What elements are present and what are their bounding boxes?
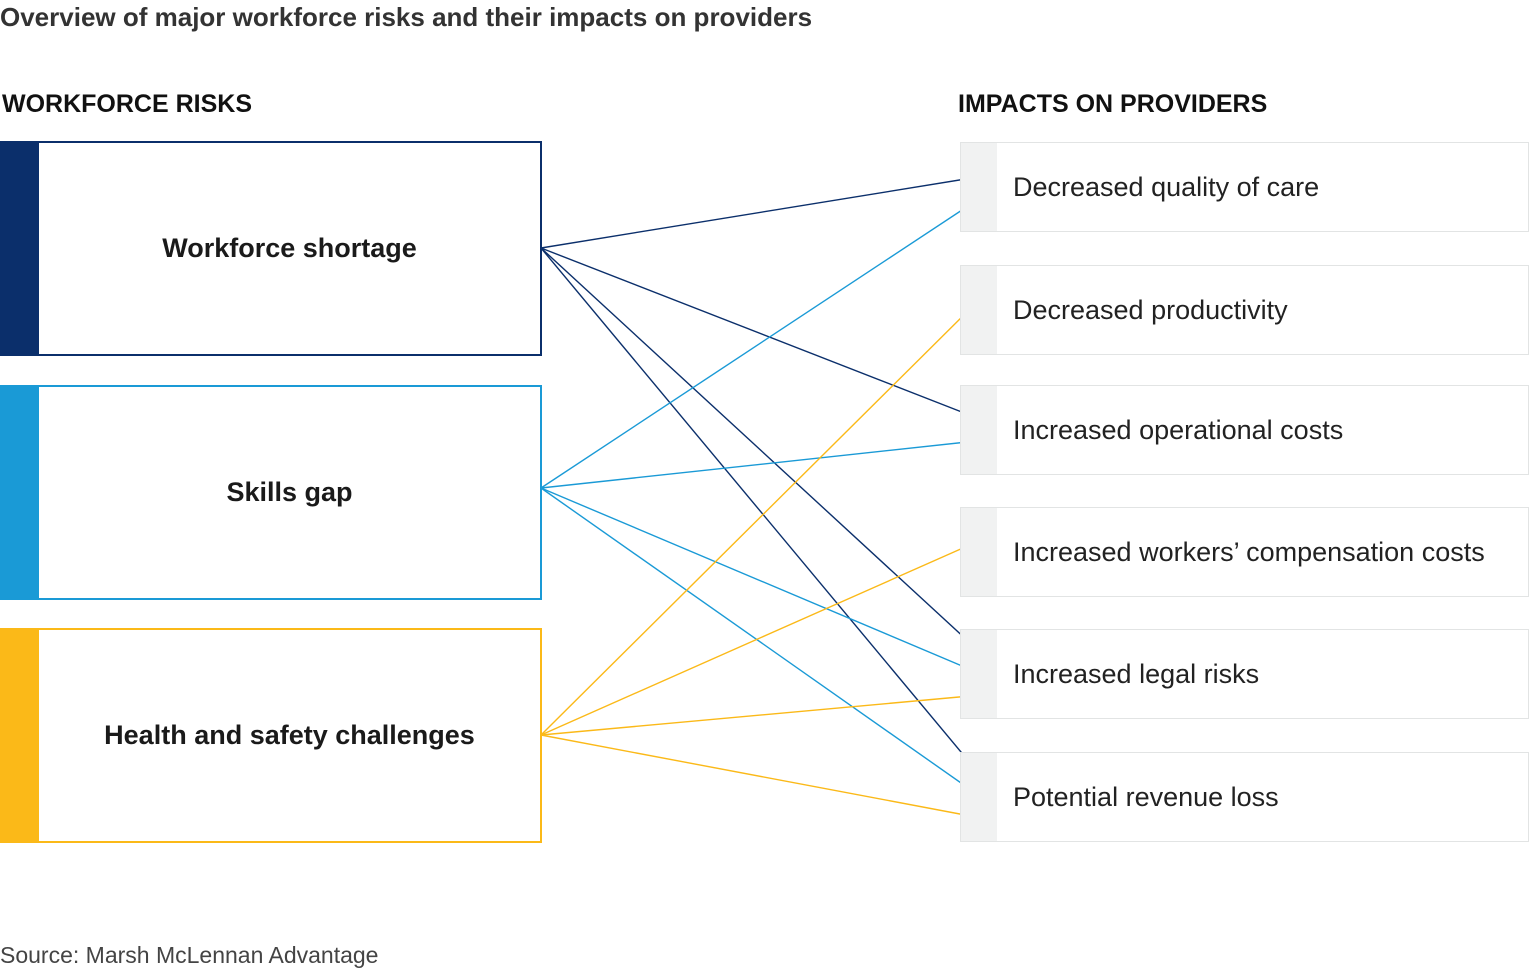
link-skills-to-revenue [540,487,982,798]
diagram-title: Overview of major workforce risks and th… [0,2,813,32]
impact-label: Increased legal risks [1013,658,1260,689]
risk-color-stripe [2,143,39,354]
source-note: Source: Marsh McLennan Advantage [0,942,379,968]
impact-box-decreased-quality: Decreased quality of care [960,142,1529,232]
impacts-heading: IMPACTS ON PROVIDERS [958,90,1268,118]
link-health-to-workers_comp [540,539,982,736]
risk-label: Health and safety challenges [104,720,475,750]
impact-dot-tab [961,508,997,596]
risk-color-stripe [2,387,39,598]
link-skills-to-opcosts [540,439,982,489]
risk-label: Workforce shortage [162,233,417,263]
workforce-risks-heading: WORKFORCE RISKS [2,90,252,118]
impact-dot-tab [961,266,997,354]
impact-box-workers-compensation: Increased workers’ compensation costs [960,507,1529,597]
link-skills-to-quality [540,196,982,489]
impact-label: Increased workers’ compensation costs [1013,536,1485,567]
impact-dot-tab [961,143,997,231]
link-health-to-productivity [540,297,982,736]
impact-label: Decreased quality of care [1013,171,1320,202]
impact-label: Decreased productivity [1013,294,1288,325]
impact-box-revenue-loss: Potential revenue loss [960,752,1529,842]
risk-label: Skills gap [226,477,353,507]
impact-dot-tab [961,630,997,718]
impact-box-operational-costs: Increased operational costs [960,385,1529,475]
risk-box-workforce-shortage: Workforce shortage [0,141,542,356]
link-shortage-to-legal [540,247,982,654]
impact-dot-tab [961,753,997,841]
link-health-to-legal [540,694,982,736]
impact-label: Potential revenue loss [1013,781,1279,812]
link-shortage-to-revenue [540,247,982,777]
link-shortage-to-quality [540,175,982,249]
impact-box-legal-risks: Increased legal risks [960,629,1529,719]
risk-box-health-and-safety: Health and safety challenges [0,628,542,843]
link-shortage-to-opcosts [540,247,982,421]
impact-label: Increased operational costs [1013,414,1344,445]
risk-box-skills-gap: Skills gap [0,385,542,600]
impact-box-decreased-productivity: Decreased productivity [960,265,1529,355]
risk-color-stripe [2,630,39,841]
link-health-to-revenue [540,734,982,819]
link-skills-to-legal [540,487,982,675]
impact-dot-tab [961,386,997,474]
